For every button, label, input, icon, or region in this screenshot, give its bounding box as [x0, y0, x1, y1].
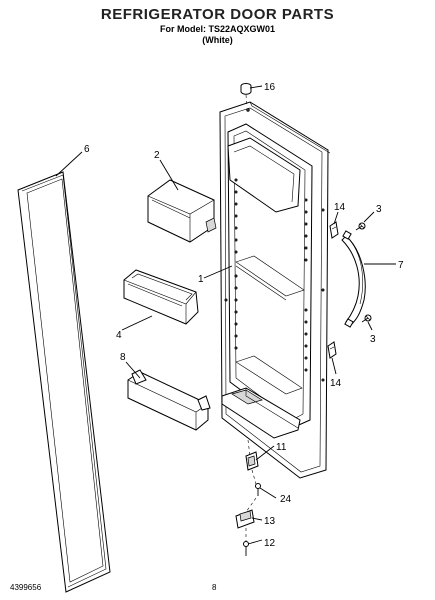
callout-14-upper: 14 — [334, 202, 346, 213]
callout-4: 4 — [116, 330, 122, 341]
bottom-hinge-bracket — [235, 509, 255, 529]
document-number: 4399656 — [10, 583, 42, 592]
handle-screw-lower — [361, 314, 372, 323]
callout-24: 24 — [280, 494, 292, 505]
handle-screw-upper — [355, 222, 366, 231]
hinge-screw — [243, 541, 249, 556]
callout-labels: 6 2 1 4 8 16 14 3 7 3 14 11 24 13 12 — [84, 82, 404, 549]
door-bin-lower — [127, 369, 211, 431]
model-line: For Model: TS22AQXGW01 — [159, 24, 275, 34]
callout-12: 12 — [264, 538, 276, 549]
callout-8: 8 — [120, 352, 126, 363]
callout-16: 16 — [264, 82, 276, 93]
callout-13: 13 — [264, 516, 276, 527]
handle-bracket-lower — [327, 341, 337, 359]
dairy-door — [147, 179, 217, 243]
handle-bracket-upper — [329, 221, 339, 239]
page-number: 8 — [212, 583, 217, 592]
callout-3-lower: 3 — [370, 334, 376, 345]
callout-6: 6 — [84, 144, 90, 155]
bottom-hinge-bushing — [245, 451, 259, 471]
callout-14-lower: 14 — [330, 378, 342, 389]
leader-lines — [55, 85, 396, 545]
callout-7: 7 — [398, 260, 404, 271]
hinge-plug — [240, 83, 252, 107]
callout-3-upper: 3 — [376, 204, 382, 215]
callout-1: 1 — [198, 274, 204, 285]
door-liner — [219, 101, 331, 479]
callout-2: 2 — [154, 150, 160, 161]
hinge-pin-screw — [255, 483, 261, 496]
door-gasket — [17, 171, 111, 593]
page-title: REFRIGERATOR DOOR PARTS — [100, 6, 335, 23]
door-handle — [341, 230, 366, 328]
variant-label: (White) — [202, 35, 233, 45]
door-bin-upper — [123, 269, 199, 325]
callout-11: 11 — [276, 442, 287, 453]
